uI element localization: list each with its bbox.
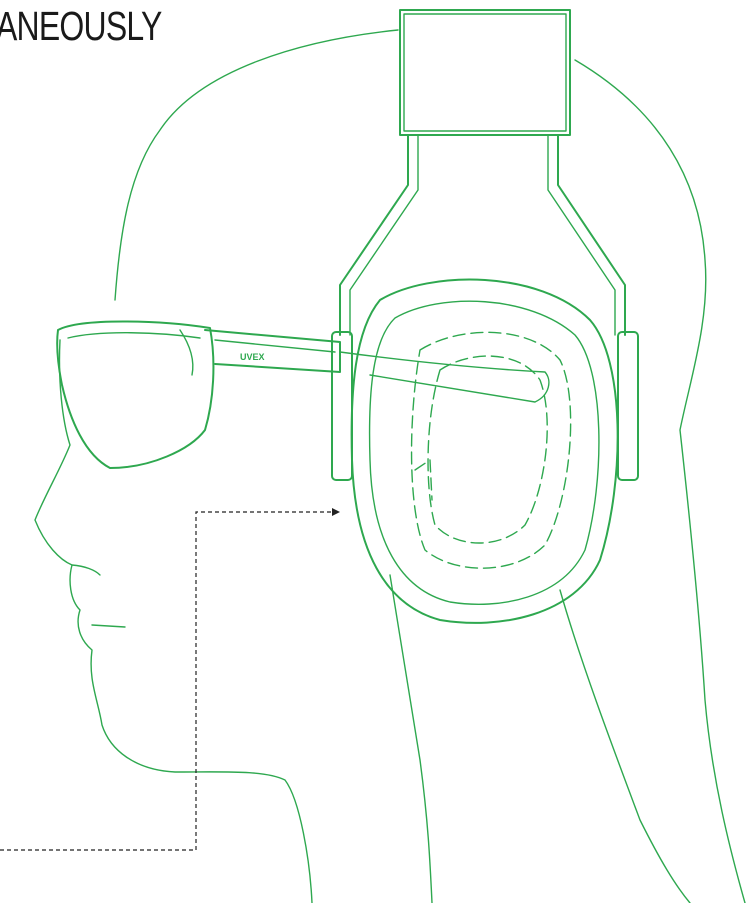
left-cup-arm [332,332,352,480]
safety-glasses: UVEX [57,322,549,469]
ear-cup [352,280,618,623]
earmuffs [332,10,638,623]
callout-leader [0,508,340,850]
temple-print: UVEX [240,352,265,362]
right-cup-arm [618,332,638,480]
headband-pad [400,10,570,135]
